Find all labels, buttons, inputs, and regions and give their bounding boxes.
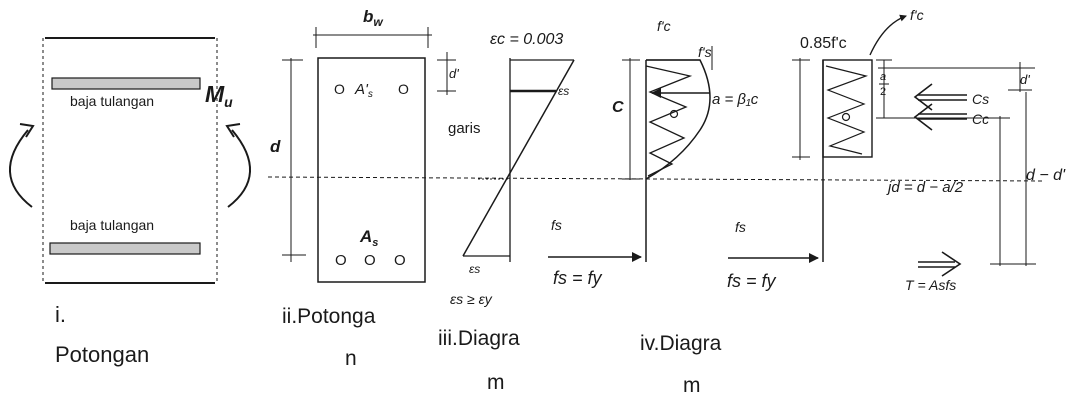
top-steel-label: A's (354, 81, 373, 100)
panel-strain-diagram: εc = 0.003 εs garis εs εs ≥ εy iii.Diagr… (438, 31, 575, 394)
caption-1-line2: Potongan (55, 342, 149, 367)
force-cs-label: Cs (972, 91, 989, 107)
a-label: a = β₁c (712, 91, 759, 108)
caption-4-line1: iv.Diagra (640, 332, 722, 355)
force-cc-label: Cc (972, 111, 989, 127)
parabolic-stress-curve (645, 59, 711, 180)
caption-2-line1: ii.Potonga (282, 305, 376, 328)
top-bar-2: O (398, 81, 409, 97)
bottom-bar-2: O (364, 252, 376, 269)
fs-eq-fy-4: fs = fy (553, 268, 603, 288)
resultant-point-5 (841, 112, 851, 122)
moment-label: Mu (205, 81, 233, 110)
moment-arrow-left (8, 129, 33, 208)
cc-arrow-head (913, 103, 933, 131)
section-outline (317, 57, 426, 283)
fs-top-label: f's (698, 44, 712, 60)
strain-bottom-label: εs (469, 262, 480, 276)
moment-arrow-left-head (19, 123, 35, 138)
panel-beam-segment: baja tulangan baja tulangan Mu i. Potong… (8, 37, 252, 367)
equivalent-stress-block (822, 59, 873, 158)
yield-condition-label: εs ≥ εy (450, 291, 493, 307)
stress-block-hatch (825, 65, 869, 155)
bottom-steel-label: As (359, 227, 378, 249)
tension-label: T = Asfs (905, 277, 956, 293)
caption-4-line2: m (683, 374, 701, 396)
caption-2-line2: n (345, 347, 357, 370)
dprime-label-5: d' (1020, 72, 1030, 87)
fs-label-4: fs (551, 217, 562, 233)
strain-profile (462, 59, 575, 257)
depth-label: d (270, 137, 281, 156)
stress-zigzag (645, 65, 693, 177)
top-bar-1: O (334, 81, 345, 97)
bottom-bar-1: O (335, 252, 347, 269)
d-minus-dprime-label: d − d' (1026, 167, 1066, 184)
fc-curved-arrow (869, 14, 907, 56)
fs-eq-fy-5: fs = fy (727, 271, 777, 291)
panel-equivalent-stress: 0.85f'c f'c a 2 d' Cs Cc jd = d − a/2 d … (727, 7, 1066, 293)
resultant-point-4 (669, 109, 679, 119)
neutral-axis-line (267, 176, 1046, 182)
bottom-bar-3: O (394, 252, 406, 269)
fs-label-5: fs (735, 219, 746, 235)
cs-arrow-head (913, 83, 933, 111)
caption-1-line1: i. (55, 302, 66, 327)
moment-arrow-right (227, 129, 252, 208)
strain-mid-label: εs (558, 84, 569, 98)
strain-top-label: εc = 0.003 (490, 31, 563, 48)
caption-3-line1: iii.Diagra (438, 327, 520, 350)
width-label: bw (363, 7, 383, 29)
fc-label: f'c (657, 18, 671, 34)
rebar-top (51, 77, 201, 90)
a-half-top: a (880, 71, 886, 83)
a-half-bottom: 2 (880, 86, 886, 98)
rebar-bottom-label: baja tulangan (70, 217, 154, 233)
neutral-axis-label: garis (448, 120, 481, 137)
rebar-top-label: baja tulangan (70, 93, 154, 109)
fc-curve-label: f'c (910, 7, 924, 23)
panel-actual-stress: C f'c f's a = β₁c fs fs = fy iv.Diagra m (548, 18, 759, 396)
panel-cross-section: bw d d' O A's O As O O O ii.Potonga n (270, 7, 459, 370)
caption-3-line2: m (487, 371, 505, 394)
stress-block-label: 0.85f'c (800, 35, 847, 52)
c-label: C (612, 99, 624, 116)
moment-arrow-right-head (225, 123, 241, 138)
dprime-label: d' (449, 66, 459, 81)
t-arrow-head (941, 251, 962, 277)
rebar-bottom (49, 242, 201, 255)
lever-arm-label: jd = d − a/2 (886, 179, 964, 196)
